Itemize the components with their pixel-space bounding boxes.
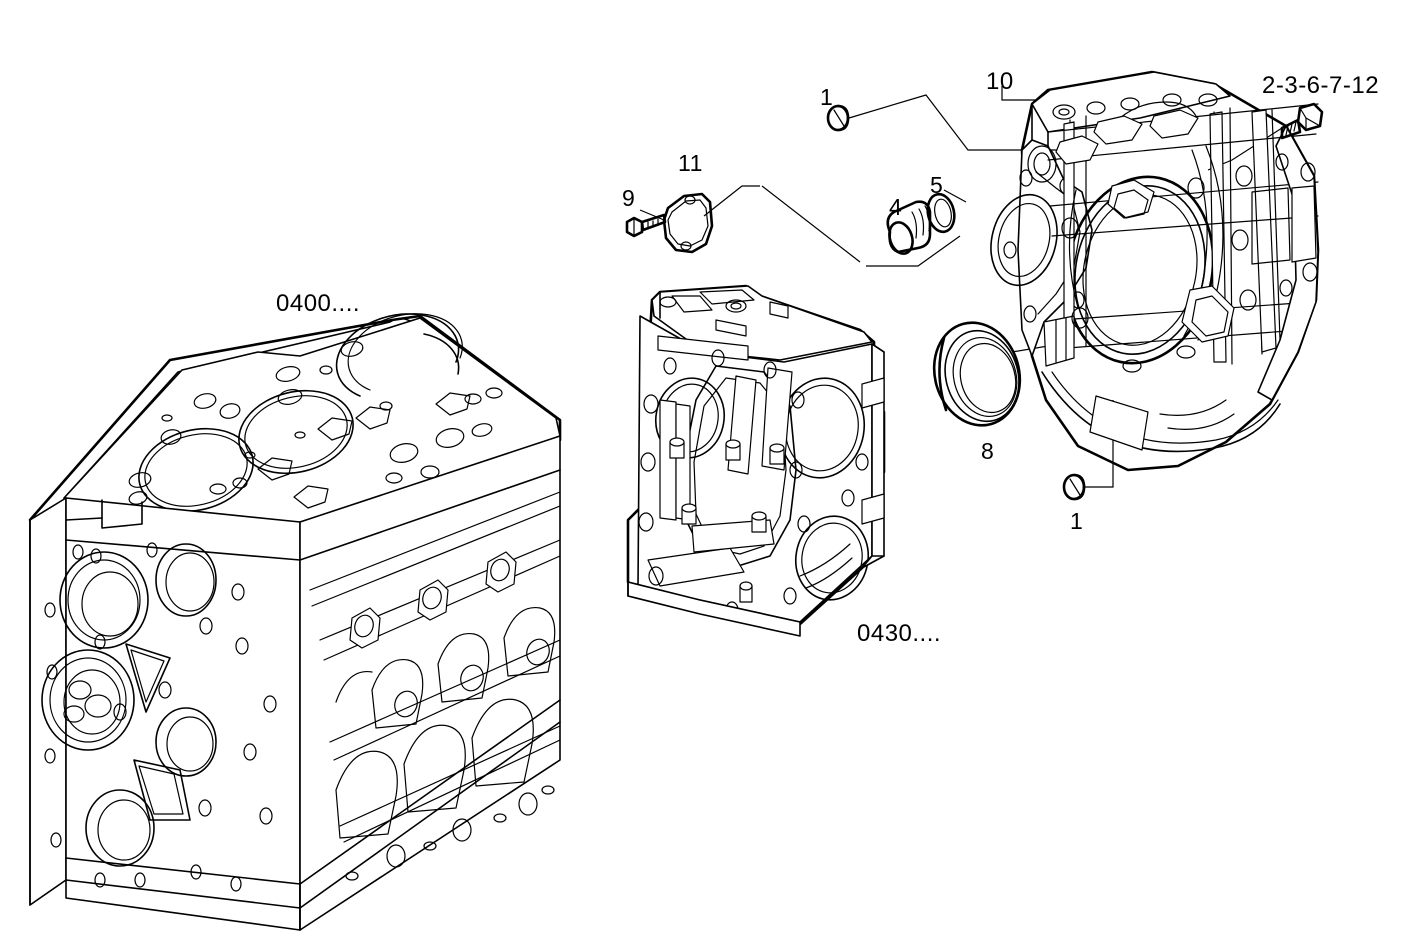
- group-label-0400: 0400....: [276, 290, 361, 317]
- cover-plate: [662, 192, 714, 254]
- callout-bolt-set: 2-3-6-7-12: [1262, 72, 1380, 99]
- callout-11: 11: [678, 150, 703, 176]
- timing-gear-case: [626, 284, 886, 637]
- crankshaft-rear-oil-seal: [932, 321, 1022, 427]
- dowel-pin-plug-bottom: [1062, 473, 1086, 501]
- callout-1-top: 1: [820, 84, 834, 110]
- callout-4: 4: [889, 194, 903, 220]
- callout-1-bottom: 1: [1070, 508, 1084, 534]
- group-label-0430: 0430....: [857, 620, 942, 647]
- callout-5: 5: [930, 172, 944, 198]
- callout-8: 8: [981, 438, 995, 464]
- callout-10: 10: [986, 68, 1014, 95]
- cover-plate-screw: [625, 213, 667, 238]
- sealing-ring: [926, 192, 956, 234]
- hex-head-bolt-set: [1280, 102, 1324, 140]
- callout-9: 9: [622, 185, 636, 211]
- engine-cylinder-block: [28, 313, 562, 931]
- flywheel-housing: [990, 70, 1320, 472]
- dowel-pin-plug-top: [826, 104, 850, 132]
